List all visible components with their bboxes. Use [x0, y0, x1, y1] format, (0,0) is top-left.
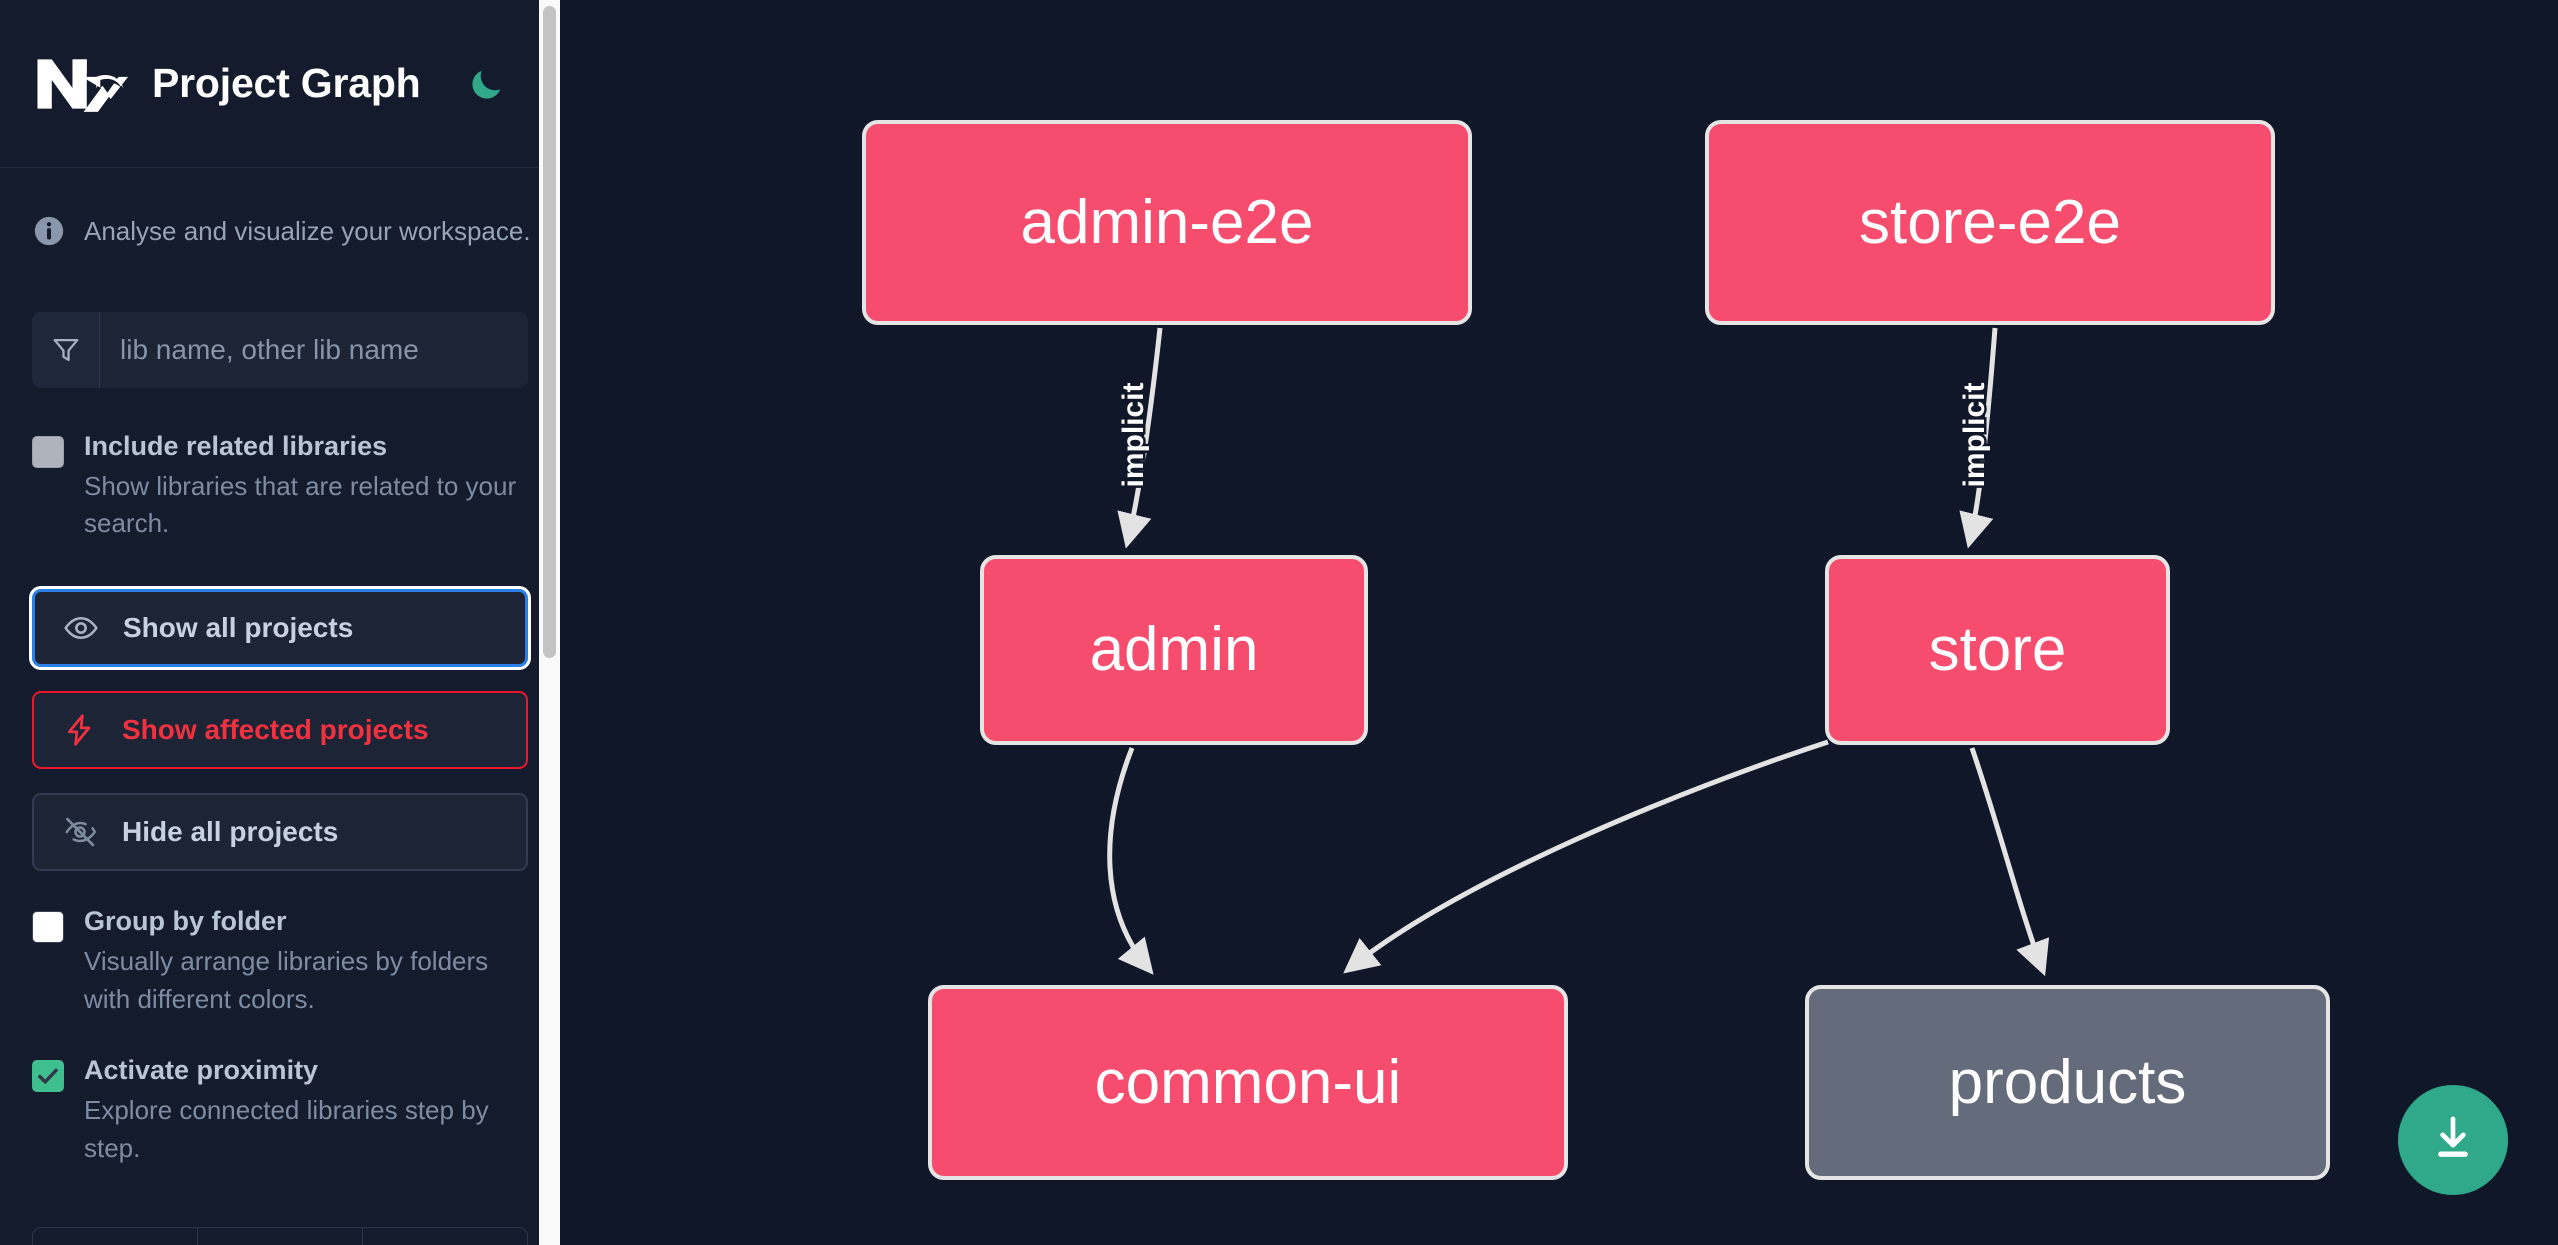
download-icon	[2426, 1111, 2480, 1170]
node-label: common-ui	[1094, 1047, 1402, 1117]
edge-label-implicit-admin: implicit	[1115, 380, 1153, 490]
visibility-button-group: Show all projects Show affected projects	[32, 589, 528, 872]
checkbox-include-related-libraries[interactable]	[32, 436, 64, 468]
node-label: products	[1948, 1047, 2187, 1117]
checkbox-activate-proximity[interactable]	[32, 1060, 64, 1093]
checkbox-group-by-folder[interactable]	[32, 911, 64, 944]
page-title: Project Graph	[152, 60, 421, 106]
segment-1[interactable]	[33, 1228, 198, 1245]
sidebar: Project Graph Analyse and visualize your…	[0, 0, 560, 1245]
option-description: Show libraries that are related to your …	[84, 470, 517, 539]
option-description: Visually arrange libraries by folders wi…	[84, 945, 489, 1014]
search-input[interactable]	[100, 312, 528, 388]
node-label: admin	[1089, 615, 1259, 684]
edge-admin-to-common-ui	[1107, 747, 1154, 975]
option-label: Activate proximity	[84, 1055, 319, 1086]
eye-icon	[61, 608, 101, 648]
hide-all-projects-button[interactable]: Hide all projects	[32, 793, 528, 872]
segment-3[interactable]	[363, 1228, 527, 1245]
graph-node-admin[interactable]: admin	[980, 555, 1368, 745]
node-label: admin-e2e	[1020, 187, 1314, 257]
option-group-by-folder[interactable]: Group by folder Visually arrange librari…	[32, 905, 528, 1018]
edge-admin-e2e-to-admin	[1117, 327, 1163, 549]
option-label: Group by folder	[84, 906, 287, 937]
download-graph-button[interactable]	[2398, 1085, 2508, 1195]
search-field[interactable]	[32, 312, 528, 388]
edge-store-to-products	[1969, 747, 2050, 977]
button-label: Show affected projects	[122, 714, 429, 746]
option-label: Include related libraries	[84, 431, 388, 461]
node-label: store	[1928, 615, 2067, 684]
graph-canvas[interactable]: implicit implicit admin-e2e store-e2e ad…	[560, 0, 2558, 1245]
svg-text:implicit: implicit	[1958, 382, 1991, 487]
svg-text:implicit: implicit	[1117, 382, 1150, 487]
nx-logo-icon	[34, 53, 130, 115]
filter-funnel-icon	[32, 312, 100, 388]
edge-store-e2e-to-store	[1959, 327, 1998, 549]
sidebar-scrollbar[interactable]	[539, 0, 560, 1245]
graph-edges: implicit implicit	[1107, 327, 2050, 977]
edge-label-implicit-store: implicit	[1956, 380, 1994, 490]
bottom-segmented-control[interactable]	[32, 1227, 528, 1245]
graph-node-store[interactable]: store	[1825, 555, 2170, 745]
graph-node-admin-e2e[interactable]: admin-e2e	[862, 120, 1472, 325]
button-label: Hide all projects	[122, 816, 339, 848]
option-description: Explore connected libraries step by step…	[84, 1095, 489, 1163]
show-affected-projects-button[interactable]: Show affected projects	[32, 691, 528, 770]
graph-node-store-e2e[interactable]: store-e2e	[1705, 120, 2275, 325]
option-include-related-libraries[interactable]: Include related libraries Show libraries…	[32, 430, 528, 543]
graph-node-products[interactable]: products	[1805, 985, 2330, 1180]
show-all-projects-button[interactable]: Show all projects	[32, 589, 528, 668]
lightning-bolt-icon	[60, 710, 100, 750]
option-activate-proximity[interactable]: Activate proximity Explore connected lib…	[32, 1054, 528, 1167]
edge-store-to-common-ui	[1343, 739, 1829, 974]
info-circle-icon	[32, 214, 66, 248]
node-label: store-e2e	[1859, 187, 2121, 257]
eye-off-icon	[60, 812, 100, 852]
sidebar-body: Analyse and visualize your workspace. In…	[0, 168, 560, 1167]
segment-2[interactable]	[198, 1228, 363, 1245]
button-label: Show all projects	[123, 612, 354, 644]
tagline: Analyse and visualize your workspace.	[32, 168, 531, 258]
graph-node-common-ui[interactable]: common-ui	[928, 985, 1568, 1180]
tagline-text: Analyse and visualize your workspace.	[84, 215, 531, 246]
moon-icon[interactable]	[463, 61, 509, 107]
sidebar-scrollbar-thumb[interactable]	[543, 6, 556, 658]
sidebar-header: Project Graph	[0, 0, 560, 168]
